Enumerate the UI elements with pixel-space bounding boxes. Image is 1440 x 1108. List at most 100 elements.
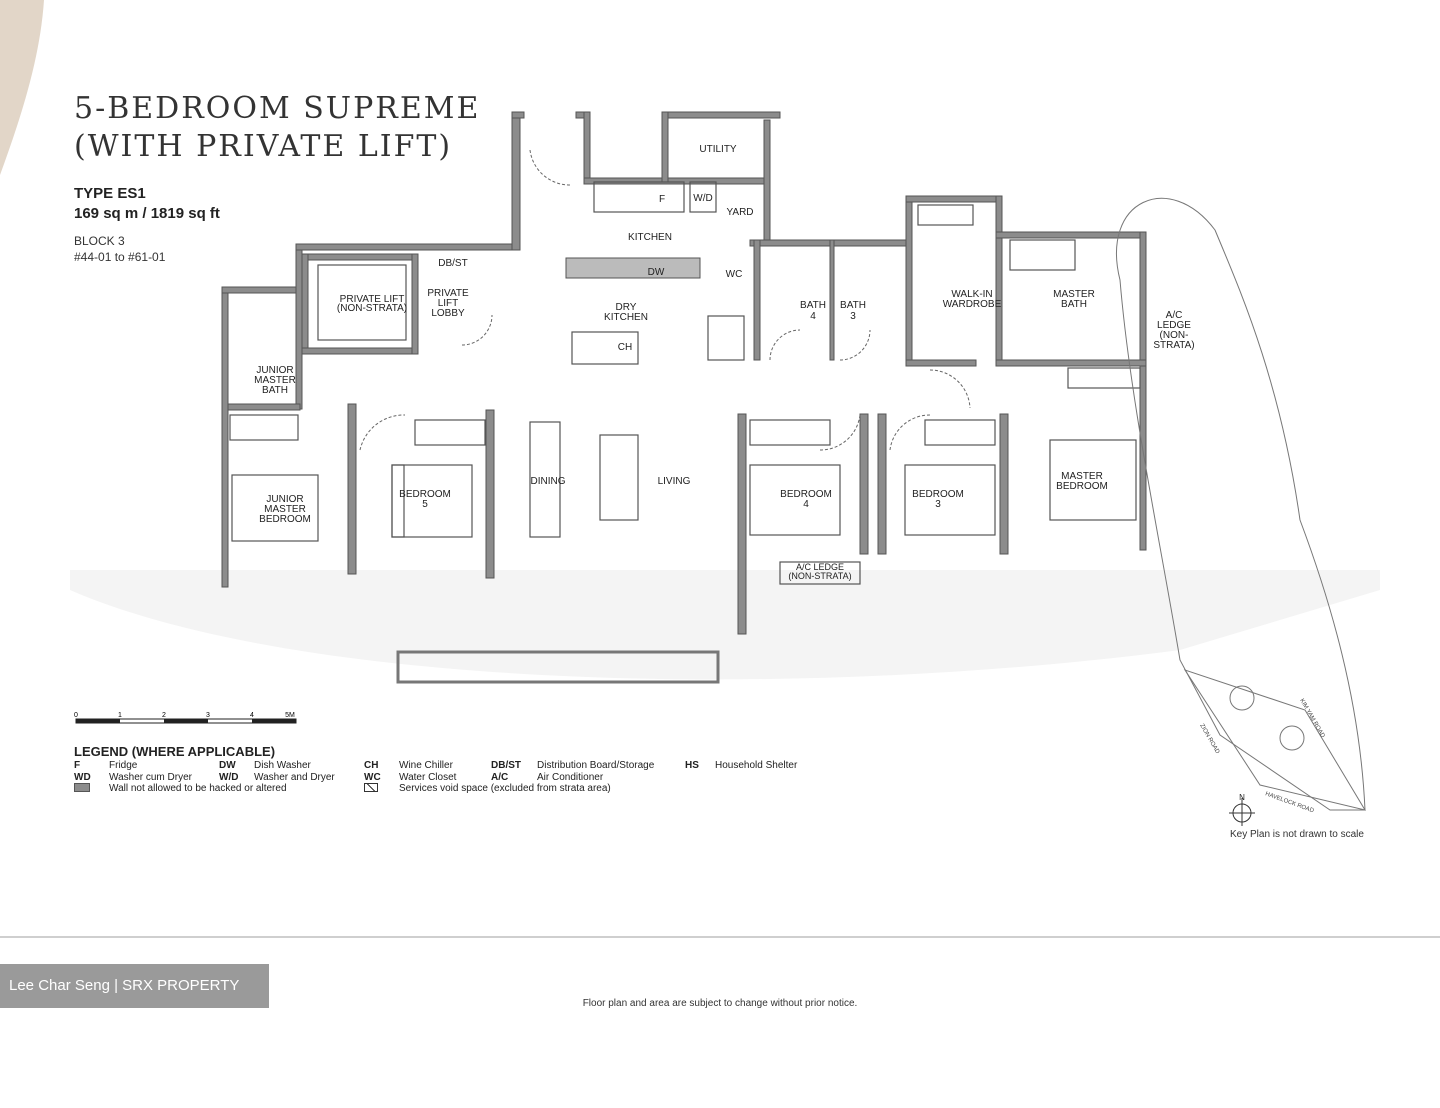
floor-plan: UTILITY YARD F W/D KITCHEN DB/ST DW WC P… <box>70 111 1380 826</box>
legend-text-hs: Household Shelter <box>715 760 798 771</box>
label-jmbed-2: MASTER <box>264 504 306 515</box>
block-info: BLOCK 3 #44-01 to #61-01 <box>74 233 165 265</box>
label-bath3-1: BATH <box>840 300 866 311</box>
scale-bar: 0 1 2 3 4 5M <box>74 712 297 724</box>
label-lobby-1: PRIVATE <box>427 288 469 299</box>
label-wardrobe-2: WARDROBE <box>943 299 1002 310</box>
label-bedroom4-1: BEDROOM <box>780 489 832 500</box>
label-fridge: F <box>659 194 665 205</box>
legend-code-wd: WD <box>74 771 91 783</box>
label-bath3-2: 3 <box>850 311 856 322</box>
label-utility: UTILITY <box>699 144 737 155</box>
label-master-bath-2: BATH <box>1061 299 1087 310</box>
north-label: N <box>1239 793 1245 802</box>
void-swatch-icon <box>364 783 399 796</box>
title-line-1: 5-BEDROOM SUPREME <box>74 91 481 126</box>
legend: F Fridge DW Dish Washer CH Wine Chiller … <box>74 760 797 796</box>
label-ac-ledge-r-1: A/C <box>1166 310 1183 321</box>
label-master-bath-1: MASTER <box>1053 289 1095 300</box>
divider <box>0 936 1440 938</box>
scale-tick-2: 2 <box>162 712 166 719</box>
key-plan-labels: ZION ROAD KIM YAM ROAD HAVELOCK ROAD <box>1198 698 1325 815</box>
decorative-swoosh <box>0 0 44 175</box>
label-jmb-2: MASTER <box>254 375 296 386</box>
block-label: BLOCK 3 <box>74 234 125 248</box>
scale-tick-5: 5M <box>285 712 295 719</box>
label-master-bed-1: MASTER <box>1061 471 1103 482</box>
label-wardrobe-1: WALK-IN <box>951 289 992 300</box>
legend-code-f: F <box>74 760 81 771</box>
legend-text-wall: Wall not allowed to be hacked or altered <box>109 783 287 794</box>
legend-code-dw: DW <box>219 760 236 771</box>
label-bedroom5-1: BEDROOM <box>399 489 451 500</box>
label-bedroom4-2: 4 <box>803 499 809 510</box>
scale-tick-3: 3 <box>206 712 210 719</box>
label-bedroom3-1: BEDROOM <box>912 489 964 500</box>
label-bath4-1: BATH <box>800 300 826 311</box>
legend-text-wslashd: Washer and Dryer <box>254 771 335 783</box>
legend-code-hs: HS <box>685 760 699 771</box>
scale-tick-1: 1 <box>118 712 122 719</box>
door-swings <box>359 149 971 451</box>
label-dbst: DB/ST <box>438 258 467 269</box>
title-line-2: (WITH PRIVATE LIFT) <box>74 129 453 164</box>
label-ac-ledge-r-4: STRATA) <box>1153 340 1194 351</box>
road-kimyam: KIM YAM ROAD <box>1298 698 1325 739</box>
fixtures <box>229 181 1141 585</box>
unit-type: TYPE ES1 169 sq m / 1819 sq ft <box>74 184 220 224</box>
label-master-bed-2: BEDROOM <box>1056 481 1108 492</box>
label-dw: DW <box>648 267 665 278</box>
scale-tick-0: 0 <box>74 712 78 719</box>
label-yard: YARD <box>726 207 753 218</box>
label-ac-ledge-r-2: LEDGE <box>1157 320 1191 331</box>
legend-text-wd: Washer cum Dryer <box>109 771 192 783</box>
footer-note: Floor plan and area are subject to chang… <box>0 998 1440 1009</box>
balcony-area <box>70 570 1380 684</box>
walls <box>221 111 1147 635</box>
label-lobby-3: LOBBY <box>431 308 465 319</box>
legend-text-ch: Wine Chiller <box>399 760 453 771</box>
legend-text-wc: Water Closet <box>399 771 457 783</box>
label-ac-ledge-b-1: A/C LEDGE <box>796 562 844 572</box>
legend-code-dbst: DB/ST <box>491 760 521 771</box>
label-ac-ledge-r-3: (NON- <box>1160 330 1189 341</box>
wall-swatch-icon <box>74 783 109 796</box>
watermark: Lee Char Seng | SRX PROPERTY <box>0 964 269 1008</box>
legend-code-wslashd: W/D <box>219 771 239 783</box>
label-bedroom5-2: 5 <box>422 499 428 510</box>
label-jmbed-3: BEDROOM <box>259 514 311 525</box>
label-dry-kitchen-2: KITCHEN <box>604 312 648 323</box>
key-plan-note: Key Plan is not drawn to scale <box>1230 829 1364 840</box>
label-living: LIVING <box>658 476 691 487</box>
label-dry-kitchen-1: DRY <box>616 302 637 313</box>
room-labels: UTILITY YARD F W/D KITCHEN DB/ST DW WC P… <box>254 144 1194 581</box>
unit-range: #44-01 to #61-01 <box>74 250 166 264</box>
legend-code-wc: WC <box>364 771 381 783</box>
label-jmbed-1: JUNIOR <box>266 494 303 505</box>
legend-code-ac: A/C <box>491 771 509 783</box>
key-plan <box>1115 197 1367 811</box>
label-private-lift-1: PRIVATE LIFT <box>340 294 405 305</box>
label-jmb-3: BATH <box>262 385 288 396</box>
legend-text-void: Services void space (excluded from strat… <box>399 783 611 794</box>
legend-text-f: Fridge <box>109 760 138 771</box>
plan-title: 5-BEDROOM SUPREME (WITH PRIVATE LIFT) <box>74 90 480 166</box>
label-bedroom3-2: 3 <box>935 499 941 510</box>
scale-tick-4: 4 <box>250 712 254 719</box>
label-kitchen: KITCHEN <box>628 232 672 243</box>
legend-text-dbst: Distribution Board/Storage <box>537 760 655 771</box>
legend-text-dw: Dish Washer <box>254 760 311 771</box>
footer-note-text: Floor plan and area are subject to chang… <box>582 998 858 1009</box>
label-jmb-1: JUNIOR <box>256 365 293 376</box>
label-private-lift-2: (NON-STRATA) <box>337 303 407 314</box>
label-bath4-2: 4 <box>810 311 816 322</box>
label-lobby-2: LIFT <box>438 298 459 309</box>
legend-code-ch: CH <box>364 760 379 771</box>
unit-area: 169 sq m / 1819 sq ft <box>74 205 220 222</box>
legend-text-ac: Air Conditioner <box>537 771 604 783</box>
road-zion: ZION ROAD <box>1198 723 1220 755</box>
label-wc: WC <box>726 269 743 280</box>
label-dining: DINING <box>531 476 566 487</box>
legend-title: LEGEND (WHERE APPLICABLE) <box>74 744 276 759</box>
label-ch: CH <box>618 342 632 353</box>
